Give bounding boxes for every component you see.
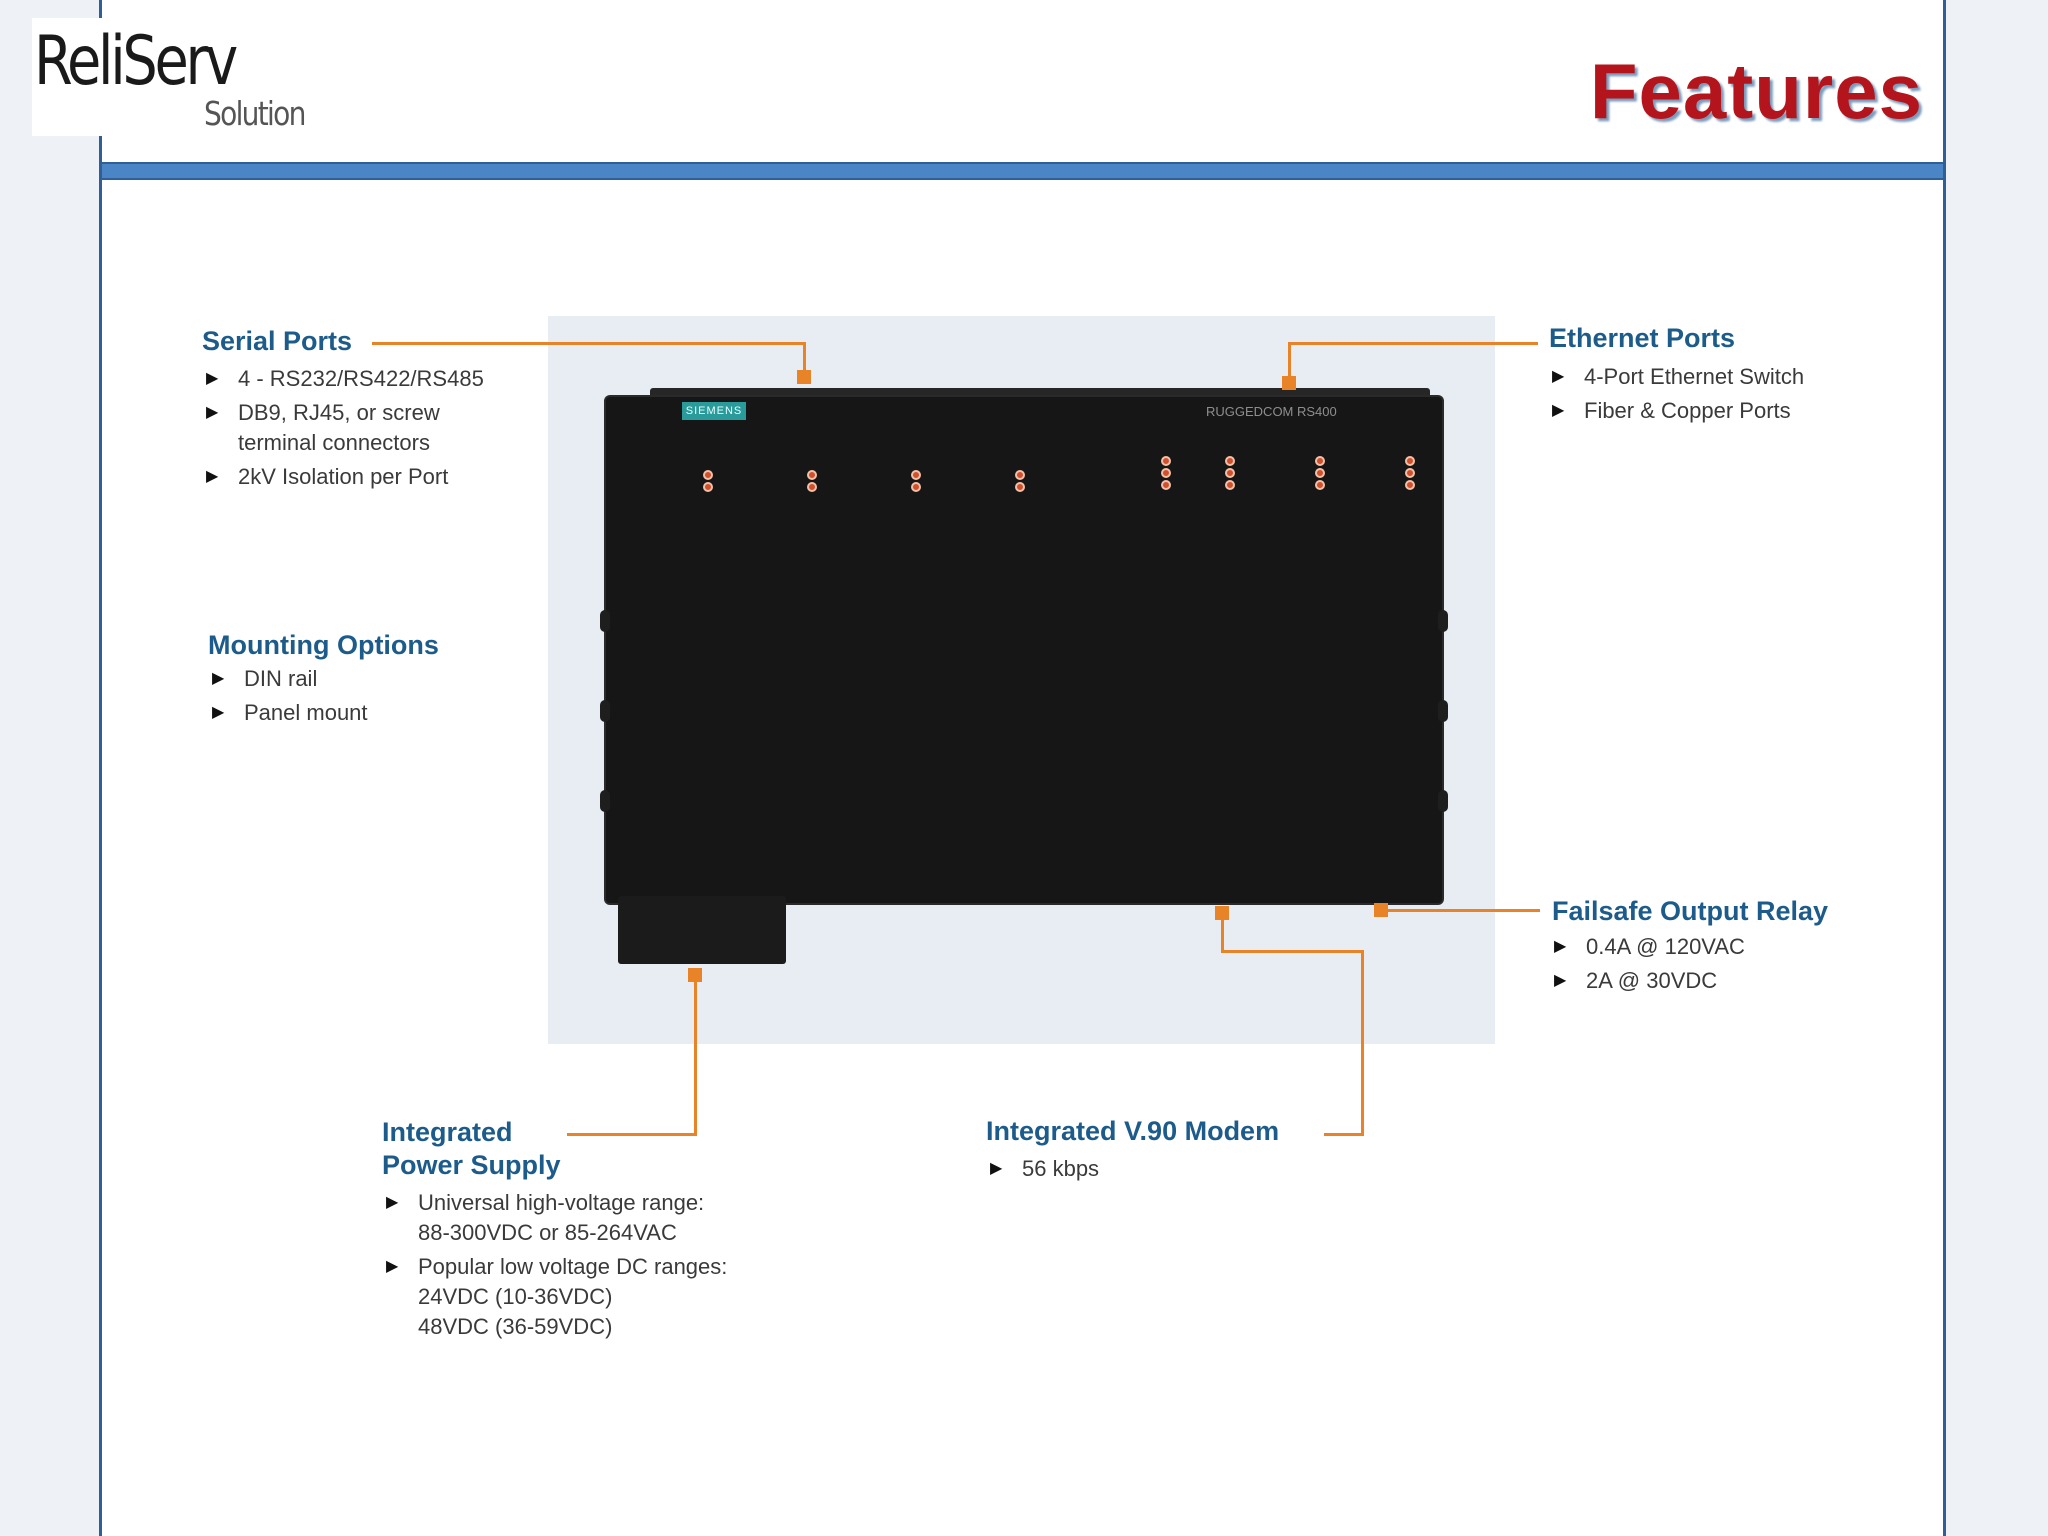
bullet-text: 4-Port Ethernet Switch: [1584, 364, 1805, 389]
modem-leader-line: [1361, 950, 1364, 1136]
bullet-text-continuation: 48VDC (36-59VDC): [418, 1314, 613, 1339]
brand-badge: SIEMENS: [682, 402, 746, 420]
bullet-text: Panel mount: [244, 700, 368, 725]
power-supply-bullets: Universal high-voltage range: 88-300VDC o…: [384, 1188, 727, 1346]
bullet-item: 4-Port Ethernet Switch: [1550, 362, 1804, 392]
power-supply-title: Integrated Power Supply: [382, 1116, 567, 1182]
ethernet-port-led-group: [1398, 454, 1422, 494]
model-label: RUGGEDCOM RS400: [1206, 404, 1337, 419]
modem-leader-line: [1221, 918, 1224, 952]
mounting-options-title: Mounting Options: [208, 630, 445, 661]
power-supply-module: [618, 896, 786, 964]
power-supply-title-line1: Integrated: [382, 1117, 513, 1147]
serial-ports-leader-tip: [797, 370, 811, 384]
serial-ports-bullets: 4 - RS232/RS422/RS485 DB9, RJ45, or scre…: [204, 364, 484, 496]
bullet-item: DB9, RJ45, or screw terminal connectors: [204, 398, 484, 458]
serial-ports-leader-line: [372, 342, 806, 345]
mounting-notch: [1438, 700, 1448, 722]
bullet-text-continuation: 88-300VDC or 85-264VAC: [418, 1220, 677, 1245]
bullet-text: Popular low voltage DC ranges:: [418, 1254, 728, 1279]
power-supply-leader-line: [694, 978, 697, 1136]
ethernet-ports-leader-tip: [1282, 376, 1296, 390]
mounting-notch: [600, 700, 610, 722]
modem-leader-line: [1324, 1133, 1364, 1136]
ethernet-ports-bullets: 4-Port Ethernet Switch Fiber & Copper Po…: [1550, 362, 1804, 430]
modem-leader-line: [1221, 950, 1364, 953]
bullet-text: 56 kbps: [1022, 1156, 1100, 1181]
slide-left-margin: [0, 0, 102, 1536]
serial-ports-title: Serial Ports: [202, 326, 359, 357]
bullet-text: 4 - RS232/RS422/RS485: [238, 366, 484, 391]
bullet-text: 2kV Isolation per Port: [238, 464, 449, 489]
mounting-notch: [1438, 610, 1448, 632]
power-supply-title-line2: Power Supply: [382, 1150, 561, 1180]
ethernet-port-led-group: [1308, 454, 1332, 494]
slide-right-margin: [1943, 0, 2048, 1536]
serial-ports-leader-line: [803, 342, 806, 372]
serial-port-led-group: [696, 468, 720, 508]
modem-title: Integrated V.90 Modem: [986, 1116, 1286, 1147]
ethernet-ports-leader-line: [1288, 342, 1291, 376]
bullet-text-continuation: terminal connectors: [238, 430, 430, 455]
power-supply-leader-line: [542, 1133, 697, 1136]
bullet-text-continuation: 24VDC (10-36VDC): [418, 1284, 613, 1309]
logo-tagline: Solution: [204, 94, 306, 133]
serial-port-led-group: [1008, 468, 1032, 508]
ethernet-port-led-group: [1154, 454, 1178, 494]
bullet-item: 2kV Isolation per Port: [204, 462, 484, 492]
mounting-notch: [1438, 790, 1448, 812]
bullet-text: 2A @ 30VDC: [1586, 968, 1718, 993]
modem-bullets: 56 kbps: [988, 1154, 1099, 1188]
bullet-item: 4 - RS232/RS422/RS485: [204, 364, 484, 394]
serial-port-led-group: [800, 468, 824, 508]
bullet-item: Panel mount: [210, 698, 368, 728]
power-supply-leader-tip: [688, 968, 702, 982]
bullet-item: 0.4A @ 120VAC: [1552, 932, 1745, 962]
bullet-text: 0.4A @ 120VAC: [1586, 934, 1745, 959]
failsafe-relay-leader-line: [1374, 909, 1540, 912]
serial-port-led-group: [904, 468, 928, 508]
bullet-text: Fiber & Copper Ports: [1584, 398, 1791, 423]
bullet-item: Fiber & Copper Ports: [1550, 396, 1804, 426]
modem-leader-tip: [1215, 906, 1229, 920]
bullet-text: DIN rail: [244, 666, 318, 691]
mounting-notch: [600, 790, 610, 812]
failsafe-relay-bullets: 0.4A @ 120VAC 2A @ 30VDC: [1552, 932, 1745, 1000]
ethernet-port-led-group: [1218, 454, 1242, 494]
failsafe-relay-leader-tip: [1374, 903, 1388, 917]
bullet-item: Popular low voltage DC ranges: 24VDC (10-…: [384, 1252, 727, 1342]
header-divider-bar: [102, 162, 1943, 180]
bullet-item: 56 kbps: [988, 1154, 1099, 1184]
ethernet-ports-leader-line: [1288, 342, 1538, 345]
company-logo: ReliServ Solution: [32, 18, 322, 136]
bullet-item: DIN rail: [210, 664, 368, 694]
ethernet-ports-title: Ethernet Ports: [1549, 323, 1742, 354]
bullet-item: Universal high-voltage range: 88-300VDC o…: [384, 1188, 727, 1248]
logo-wordmark: ReliServ: [34, 22, 238, 101]
failsafe-relay-title: Failsafe Output Relay: [1552, 896, 1835, 927]
bullet-text: DB9, RJ45, or screw: [238, 400, 440, 425]
bullet-item: 2A @ 30VDC: [1552, 966, 1745, 996]
mounting-options-bullets: DIN rail Panel mount: [210, 664, 368, 732]
bullet-text: Universal high-voltage range:: [418, 1190, 705, 1215]
device-image: [606, 397, 1442, 903]
mounting-notch: [600, 610, 610, 632]
page-title: Features: [1589, 47, 1923, 135]
